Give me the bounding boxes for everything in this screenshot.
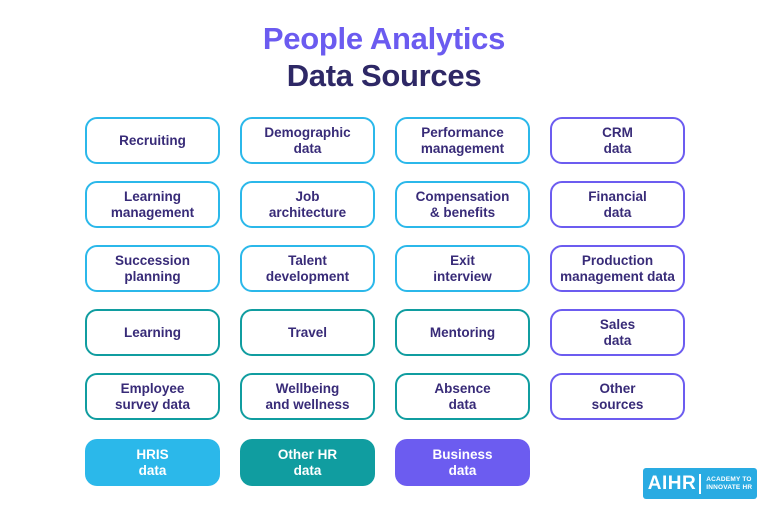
- logo-divider: [699, 473, 702, 494]
- source-box-label: Performance management: [420, 124, 505, 156]
- source-box-mentoring: Mentoring: [395, 309, 530, 356]
- source-box-production-management-data: Production management data: [550, 245, 685, 292]
- legend-label: Business data: [432, 446, 493, 478]
- source-box-label: Learning: [123, 324, 181, 340]
- source-box-label: Travel: [287, 324, 328, 340]
- source-box-compensation-benefits: Compensation & benefits: [395, 181, 530, 228]
- data-sources-grid: Recruiting Demographic data Performance …: [85, 117, 685, 420]
- source-box-recruiting: Recruiting: [85, 117, 220, 164]
- source-box-label: Talent development: [265, 252, 350, 284]
- source-box-label: Succession planning: [114, 252, 191, 284]
- source-box-label: Production management data: [560, 252, 675, 284]
- source-box-financial-data: Financial data: [550, 181, 685, 228]
- legend-business-data: Business data: [395, 439, 530, 486]
- source-box-exit-interview: Exit interview: [395, 245, 530, 292]
- source-box-label: CRM data: [602, 124, 633, 156]
- aihr-logo-tagline: ACADEMY TO INNOVATE HR: [706, 476, 752, 492]
- source-box-label: Wellbeing and wellness: [265, 380, 350, 412]
- legend-hris-data: HRIS data: [85, 439, 220, 486]
- source-box-label: Employee survey data: [114, 380, 191, 412]
- source-box-succession-planning: Succession planning: [85, 245, 220, 292]
- logo-tagline-line-1: ACADEMY TO: [706, 475, 752, 483]
- title-line-1: People Analytics: [262, 21, 506, 56]
- source-box-label: Compensation & benefits: [415, 188, 510, 220]
- legend-label: HRIS data: [136, 446, 169, 478]
- source-box-wellbeing-and-wellness: Wellbeing and wellness: [240, 373, 375, 420]
- source-box-sales-data: Sales data: [550, 309, 685, 356]
- source-box-label: Job architecture: [268, 188, 347, 220]
- source-box-label: Mentoring: [429, 324, 496, 340]
- source-box-learning-management: Learning management: [85, 181, 220, 228]
- source-box-other-sources: Other sources: [550, 373, 685, 420]
- source-box-learning: Learning: [85, 309, 220, 356]
- source-box-label: Financial data: [588, 188, 647, 220]
- title-line-2: Data Sources: [286, 58, 482, 93]
- source-box-label: Other sources: [591, 380, 644, 412]
- source-box-demographic-data: Demographic data: [240, 117, 375, 164]
- source-box-performance-management: Performance management: [395, 117, 530, 164]
- source-box-absence-data: Absence data: [395, 373, 530, 420]
- logo-tagline-line-2: INNOVATE HR: [706, 483, 753, 491]
- source-box-label: Learning management: [110, 188, 195, 220]
- source-box-job-architecture: Job architecture: [240, 181, 375, 228]
- aihr-logo-wordmark: AIHR: [647, 472, 697, 494]
- legend: HRIS data Other HR data Business data: [85, 439, 530, 486]
- legend-label: Other HR data: [277, 446, 338, 478]
- source-box-label: Absence data: [434, 380, 491, 412]
- page-title: People Analytics Data Sources: [0, 20, 768, 94]
- aihr-logo: AIHR ACADEMY TO INNOVATE HR: [643, 468, 757, 499]
- source-box-crm-data: CRM data: [550, 117, 685, 164]
- source-box-employee-survey-data: Employee survey data: [85, 373, 220, 420]
- source-box-talent-development: Talent development: [240, 245, 375, 292]
- source-box-label: Recruiting: [119, 132, 186, 148]
- source-box-label: Demographic data: [264, 124, 351, 156]
- legend-other-hr-data: Other HR data: [240, 439, 375, 486]
- source-box-label: Exit interview: [433, 252, 492, 284]
- source-box-travel: Travel: [240, 309, 375, 356]
- source-box-label: Sales data: [599, 316, 636, 348]
